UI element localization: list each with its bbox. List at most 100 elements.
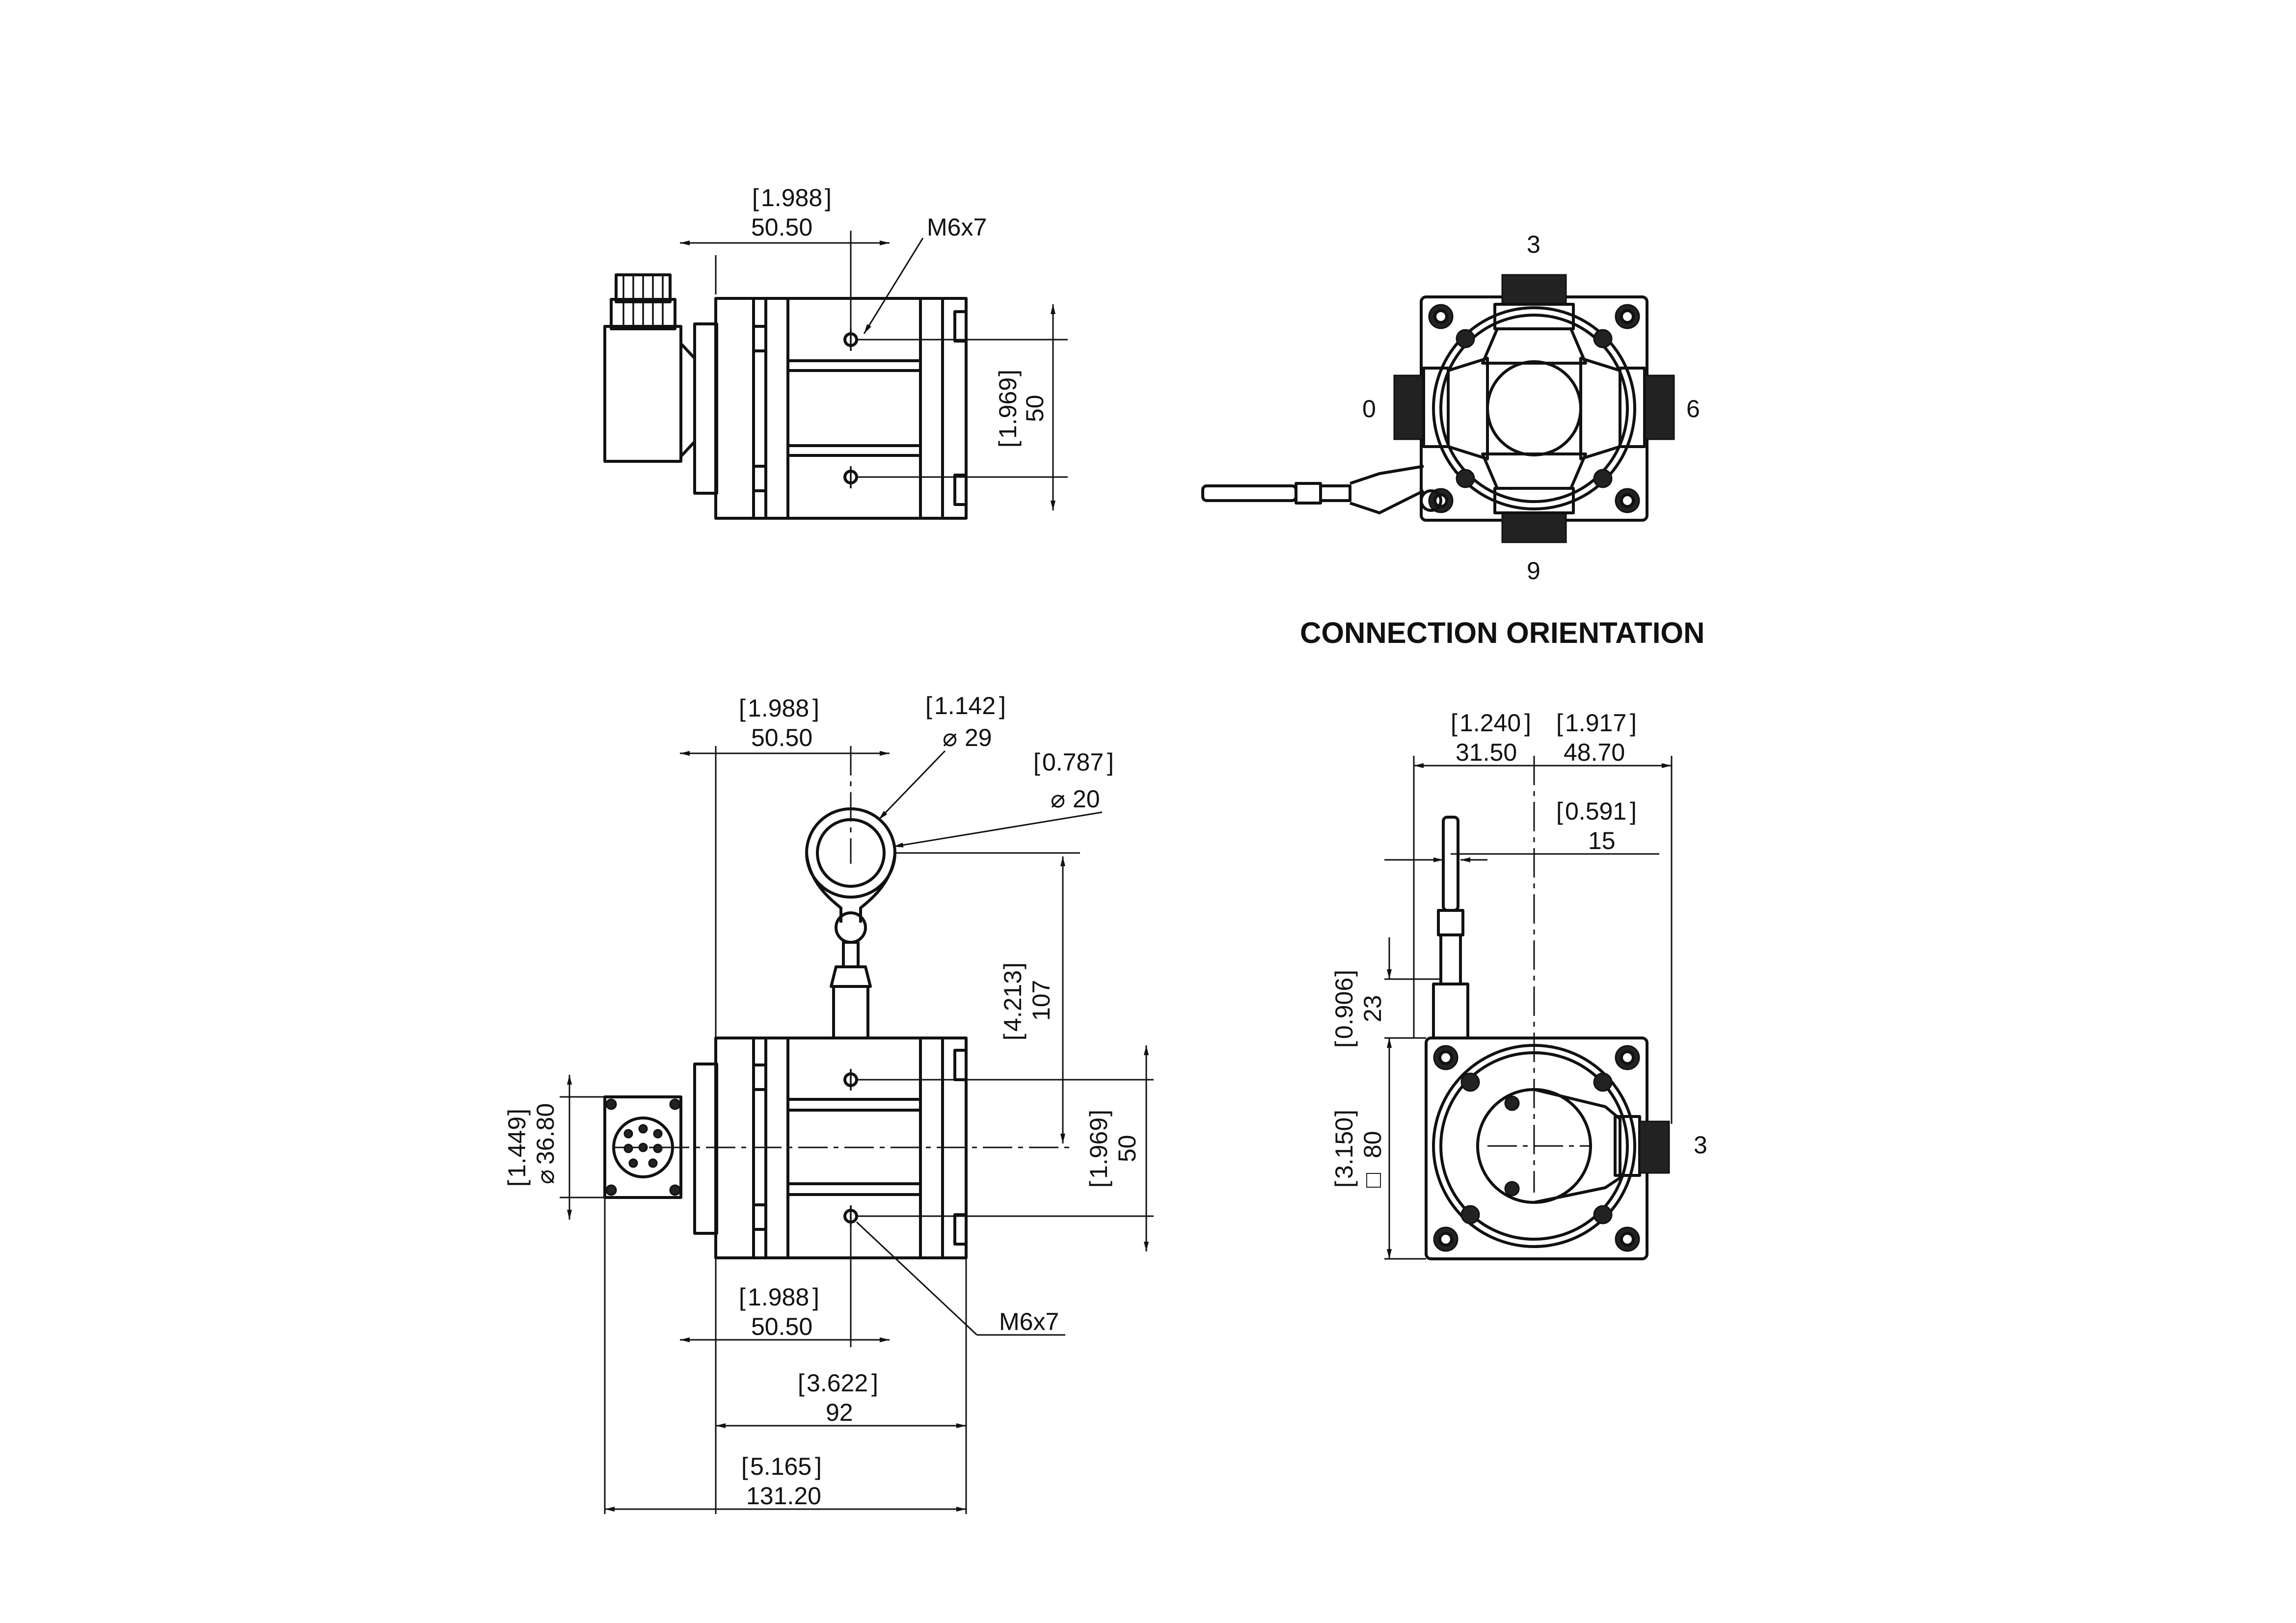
dim-right-offset: [ 1.917 ] 48.70 bbox=[1556, 709, 1637, 766]
dim-bracket-open: [ bbox=[798, 1369, 805, 1397]
dim-square-in: 3.150 bbox=[1330, 1117, 1358, 1179]
connector-label-side: 3 bbox=[1694, 1131, 1707, 1159]
dim-connector-dia-in: 1.449 bbox=[503, 1117, 531, 1178]
dim-bracket-open: [ bbox=[752, 184, 759, 212]
pull-ring bbox=[805, 807, 1080, 1039]
dim-bottom-width-in: 1.988 bbox=[748, 1283, 809, 1311]
dim-square: [ 3.150 ] □ 80 bbox=[1330, 1110, 1386, 1188]
dim-square-mm: 80 bbox=[1359, 1131, 1386, 1158]
dim-bracket-close: ] bbox=[815, 1453, 822, 1480]
dim-bracket-open: [ bbox=[1330, 1041, 1358, 1048]
dim-cable-offset: [ 0.591 ] 15 bbox=[1556, 798, 1637, 854]
dim-cable-offset-in: 0.591 bbox=[1565, 798, 1626, 825]
thread-label-top: M6x7 bbox=[927, 213, 987, 241]
section-title: CONNECTION ORIENTATION bbox=[1300, 616, 1704, 649]
orientation-label-bottom: 9 bbox=[1527, 557, 1540, 585]
dim-body-length-mm: 92 bbox=[826, 1399, 853, 1426]
dim-bracket-open: [ bbox=[739, 1283, 746, 1311]
dim-ring-height-mm: 107 bbox=[1027, 980, 1055, 1021]
dim-body-length: [ 3.622 ] 92 bbox=[798, 1369, 878, 1426]
dim-bracket-open: [ bbox=[1330, 1181, 1358, 1188]
dim-bracket-open: [ bbox=[1033, 748, 1040, 776]
dim-bracket-close: ] bbox=[1630, 709, 1637, 737]
dim-left-offset-in: 1.240 bbox=[1459, 709, 1521, 737]
dim-width-top: [ 1.988 ] 50.50 bbox=[751, 184, 832, 241]
dim-bracket-close: ] bbox=[1107, 748, 1114, 776]
dim-bracket-open: [ bbox=[741, 1453, 748, 1480]
dim-ring-inner-in: 0.787 bbox=[1042, 748, 1104, 776]
dim-bracket-close: ] bbox=[812, 1283, 819, 1311]
dim-cable-height: [ 0.906 ] 23 bbox=[1330, 970, 1386, 1048]
dim-bracket-open: [ bbox=[925, 692, 932, 719]
dim-bottom-width-mm: 50.50 bbox=[751, 1313, 812, 1340]
dim-cable-offset-mm: 15 bbox=[1588, 827, 1616, 854]
connector-side bbox=[1614, 1115, 1670, 1177]
dim-ring-outer-mm: 29 bbox=[965, 724, 992, 751]
connector-front bbox=[603, 1095, 682, 1199]
dim-bracket-open: [ bbox=[1556, 798, 1563, 825]
dim-bracket-close: ] bbox=[503, 1109, 531, 1116]
dim-bracket-close: ] bbox=[1524, 709, 1531, 737]
cable-orientation bbox=[1201, 465, 1442, 514]
dim-bracket-close: ] bbox=[1330, 970, 1358, 977]
orientation-label-top: 3 bbox=[1527, 231, 1540, 258]
view-orientation: 3 0 6 9 CONNECTION ORIENTATION bbox=[1201, 231, 1704, 649]
dim-ring-height-in: 4.213 bbox=[999, 970, 1026, 1032]
view-top: [ 1.988 ] 50.50 M6x7 bbox=[603, 184, 1068, 520]
square-symbol: □ bbox=[1359, 1172, 1386, 1188]
dim-bracket-open: [ bbox=[999, 1034, 1026, 1040]
dim-ring-height: [ 4.213 ] 107 bbox=[999, 962, 1055, 1040]
dim-ring-outer: [ 1.142 ] ⌀ 29 bbox=[925, 692, 1006, 751]
connector-up bbox=[1481, 274, 1587, 365]
dim-top-width-mm: 50.50 bbox=[751, 724, 812, 751]
dim-width-front-bottom: [ 1.988 ] 50.50 bbox=[739, 1283, 819, 1340]
dim-ring-inner: [ 0.787 ] ⌀ 20 bbox=[1033, 748, 1114, 813]
connector-top bbox=[603, 273, 696, 463]
thread-label-front: M6x7 bbox=[999, 1308, 1059, 1335]
dim-connector-dia: [ 1.449 ] ⌀ 36.80 bbox=[503, 1103, 559, 1187]
dim-spacing-in: 1.969 bbox=[994, 377, 1022, 439]
dim-hole-spacing-front: [ 1.969 ] 50 bbox=[1085, 1110, 1141, 1188]
dim-right-offset-in: 1.917 bbox=[1565, 709, 1626, 737]
dim-bracket-open: [ bbox=[1451, 709, 1458, 737]
dim-spacing-in: 1.969 bbox=[1085, 1117, 1112, 1179]
dim-left-offset: [ 1.240 ] 31.50 bbox=[1451, 709, 1531, 766]
dim-bracket-open: [ bbox=[994, 441, 1022, 448]
dim-bracket-open: [ bbox=[739, 694, 746, 722]
dim-body-length-in: 3.622 bbox=[807, 1369, 868, 1397]
dim-width-mm: 50.50 bbox=[751, 213, 812, 241]
orientation-label-left: 0 bbox=[1362, 395, 1376, 423]
dim-bracket-close: ] bbox=[871, 1369, 878, 1397]
corner-bolts bbox=[1428, 304, 1640, 513]
dim-bracket-close: ] bbox=[825, 184, 832, 212]
view-front: [ 1.988 ] 50.50 [ 1.142 ] ⌀ 29 [ 0.787 ]… bbox=[503, 692, 1154, 1514]
dim-spacing-mm: 50 bbox=[1113, 1135, 1141, 1162]
dim-overall-length: [ 5.165 ] 131.20 bbox=[741, 1453, 822, 1510]
dim-bracket-close: ] bbox=[994, 370, 1022, 376]
dim-spacing-mm: 50 bbox=[1021, 395, 1049, 422]
view-side: 3 [ 1.240 ] 31.50 [ 1.917 ] 48.70 bbox=[1330, 709, 1707, 1260]
dim-bracket-close: ] bbox=[812, 694, 819, 722]
dim-width-front-top: [ 1.988 ] 50.50 bbox=[739, 694, 819, 751]
dim-top-width-in: 1.988 bbox=[748, 694, 809, 722]
dim-right-offset-mm: 48.70 bbox=[1564, 739, 1625, 766]
connector-right bbox=[1579, 357, 1675, 460]
connector-down bbox=[1481, 452, 1587, 543]
dim-cable-height-mm: 23 bbox=[1359, 995, 1386, 1022]
dim-bracket-close: ] bbox=[1085, 1110, 1112, 1117]
dim-cable-height-in: 0.906 bbox=[1330, 978, 1358, 1039]
dim-overall-length-mm: 131.20 bbox=[746, 1482, 821, 1510]
dim-connector-dia-mm: 36.80 bbox=[532, 1103, 559, 1165]
dim-bracket-close: ] bbox=[999, 692, 1006, 719]
dim-bracket-close: ] bbox=[999, 962, 1026, 969]
dim-bracket-close: ] bbox=[1330, 1110, 1358, 1117]
diameter-symbol: ⌀ bbox=[532, 1170, 559, 1184]
diameter-symbol: ⌀ bbox=[943, 724, 957, 751]
dim-overall-length-in: 5.165 bbox=[750, 1453, 811, 1480]
cable-side bbox=[1432, 816, 1469, 1039]
dim-ring-outer-in: 1.142 bbox=[934, 692, 996, 719]
dim-ring-inner-mm: 20 bbox=[1073, 785, 1100, 813]
dim-bracket-open: [ bbox=[1085, 1181, 1112, 1188]
diameter-symbol: ⌀ bbox=[1051, 785, 1065, 813]
